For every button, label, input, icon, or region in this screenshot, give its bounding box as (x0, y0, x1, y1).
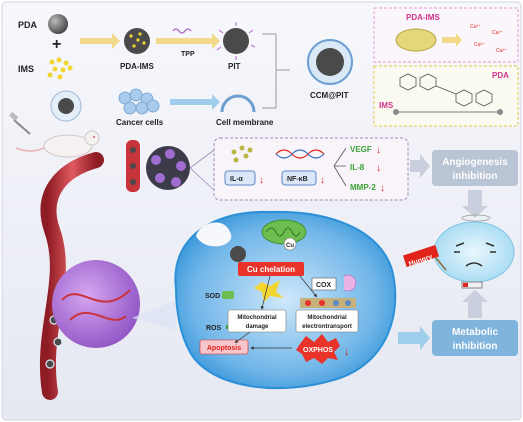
inset-pda-label: PDA (492, 71, 509, 80)
face-icon (434, 222, 514, 282)
large-tumor-icon (52, 260, 140, 348)
angiogenesis-label-line2: inhibition (453, 171, 498, 182)
mmp2-label: MMP-2 (350, 183, 376, 192)
mito-damage-label-2: damage (246, 324, 269, 330)
tumor-cell: Cu Cu chelation COX SOD ROS Mitochondria… (175, 212, 395, 388)
cell-membrane-label: Cell membrane (216, 118, 274, 127)
inset-chemistry: PDA IMS (374, 66, 518, 126)
oxphos-down-arrow: ↓ (344, 346, 350, 358)
inset-pda-ims: PDA-IMS Cu²⁺ Cu²⁺ Cu²⁺ Cu²⁺ (374, 8, 518, 62)
inset-ims-label: IMS (379, 101, 394, 110)
cox-label: COX (316, 282, 332, 289)
sod-icon (222, 291, 234, 299)
inset-pda-ims-title: PDA-IMS (406, 13, 440, 22)
sod-label: SOD (205, 293, 220, 300)
cu-ion-label-2: Cu²⁺ (492, 30, 503, 36)
cu-label: Cu (286, 243, 294, 249)
signaling-panel: IL-α ↓ NF-κB ↓ VEGF ↓ IL-8 ↓ MMP-2 ↓ (190, 138, 408, 200)
ccm-pit-label: CCM@PIT (310, 91, 349, 100)
il8-label: IL-8 (350, 163, 365, 172)
nfkb-down-arrow: ↓ (320, 175, 325, 186)
mito-et-label-2: electrontransport (302, 324, 352, 330)
ros-label: ROS (206, 325, 222, 332)
il8-down-arrow: ↓ (376, 163, 381, 174)
tpp-label: TPP (181, 51, 195, 58)
cu-ion-label-3: Cu²⁺ (474, 42, 485, 48)
pda-ims-label: PDA-IMS (120, 62, 154, 71)
cu-ion-label-1: Cu²⁺ (470, 24, 481, 30)
mito-damage-label-1: Mitochondrial (237, 315, 277, 321)
pit-label: PIT (228, 62, 241, 71)
pit-particle-icon (223, 28, 249, 54)
oxphos-label: OXPHOS (303, 347, 333, 354)
il-alpha-down-arrow: ↓ (259, 175, 264, 186)
ims-label: IMS (18, 64, 34, 74)
cu-ion-label-4: Cu²⁺ (496, 48, 507, 54)
il-alpha-label: IL-α (230, 176, 244, 183)
mmp2-down-arrow: ↓ (380, 183, 385, 194)
nfkb-label: NF-κB (287, 176, 308, 183)
mito-et-label-1: Mitochondrial (307, 315, 347, 321)
plus-sign: + (52, 36, 61, 53)
pda-ims-sponge-icon (396, 29, 436, 51)
apoptosis-label: Apoptosis (207, 345, 241, 352)
vegf-label: VEGF (350, 145, 372, 154)
angiogenesis-label-line1: Angiogenesis (442, 157, 508, 168)
cell-nanoparticle-icon (230, 246, 246, 262)
metabolic-label-line1: Metabolic (452, 327, 499, 338)
vegf-down-arrow: ↓ (376, 145, 381, 156)
cu-chelation-label: Cu chelation (247, 265, 295, 274)
metabolic-label-line2: inhibition (453, 341, 498, 352)
pda-sphere-icon (48, 14, 68, 34)
cancer-cells-label: Cancer cells (116, 118, 164, 127)
pda-label: PDA (18, 20, 38, 30)
